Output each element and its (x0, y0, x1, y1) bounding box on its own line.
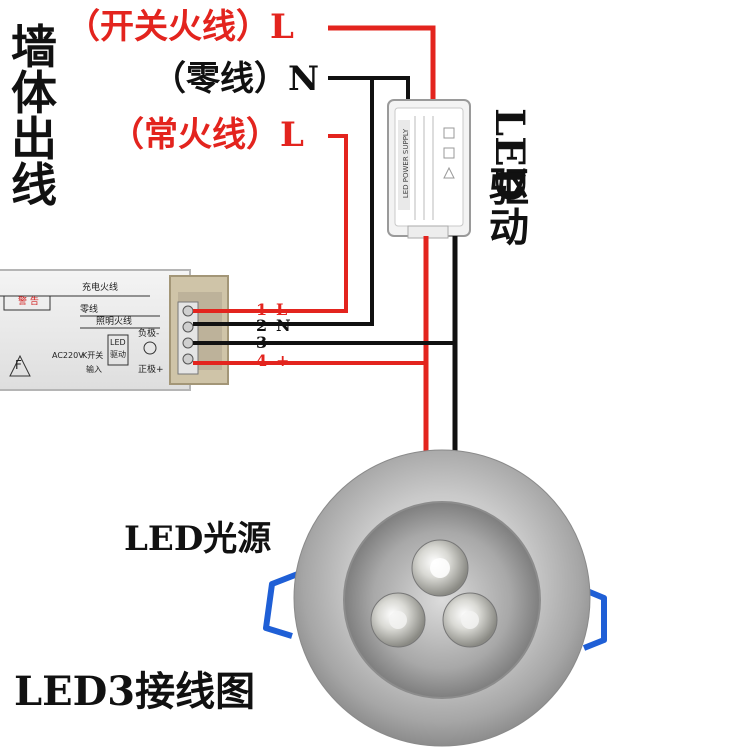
ballast-warning: 警 告 (18, 297, 39, 307)
wall-char-1: 墙 (11, 20, 57, 74)
neutral-label: （零线）N (152, 59, 320, 99)
switch-live-wire (328, 25, 436, 102)
ballast-load-plus: 正极+ (138, 365, 164, 375)
led-driver-box (387, 99, 471, 239)
terminal-4-sym: + (276, 351, 290, 370)
led-light-source-label: LED光源 (124, 519, 272, 559)
ballast-input: 输入 (86, 365, 102, 374)
wall-outlet-label: 墙 体 出 线 (8, 24, 60, 208)
driver-box-text: LED POWER SUPPLY (402, 128, 411, 199)
ballast-mark: F (15, 358, 22, 372)
ballast-charge-live: 充电火线 (82, 283, 119, 293)
switch-live-label: （开关火线）L (66, 7, 294, 47)
wall-char-2: 体 (11, 66, 57, 120)
led-driver-char-1: 驱 (489, 164, 529, 211)
terminal-3-num: 3 (256, 333, 268, 352)
emergency-ballast (0, 269, 229, 391)
neutral-wire-top (328, 76, 410, 102)
ballast-load-minus: 负极- (138, 329, 160, 339)
terminal-1-sym: L (276, 300, 288, 319)
terminal-1-num: 1 (256, 300, 268, 319)
constant-live-label: （常火线）L (110, 115, 304, 155)
constant-live-wire (240, 134, 348, 313)
ballast-input-voltage: AC220V (52, 351, 84, 360)
ballast-switch: K开关 (82, 351, 104, 360)
terminal-3-sym: - (276, 333, 283, 352)
ballast-driver: 驱动 (110, 350, 126, 359)
led-driver-label: LED 驱 动 (486, 94, 533, 251)
ballast-neutral: 零线 (80, 305, 99, 315)
terminal-2-sym: N (276, 316, 291, 335)
ballast-lighting-live: 照明火线 (96, 317, 133, 327)
terminal-2-num: 2 (256, 316, 268, 335)
neutral-wire-down (240, 78, 374, 326)
led-driver-led-text: LED (486, 108, 533, 202)
ballast-led: LED (110, 338, 126, 347)
wall-char-4: 线 (11, 158, 57, 212)
wall-char-3: 出 (11, 112, 57, 166)
led-driver-char-2: 动 (489, 204, 529, 251)
diagram-title: LED3接线图 (14, 668, 256, 715)
led-downlight (263, 449, 607, 747)
terminal-4-num: 4 (256, 351, 268, 370)
